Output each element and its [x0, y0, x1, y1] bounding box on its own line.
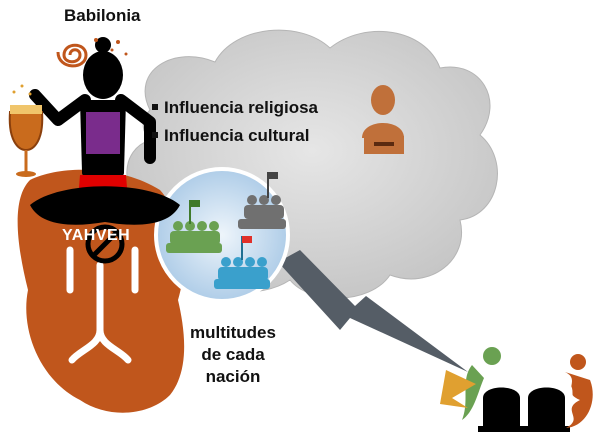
crowd-gray-icon [238, 172, 286, 229]
crowd-label-line: multitudes [190, 323, 276, 342]
bullet-square-icon [152, 103, 158, 110]
bullet-label: Influencia religiosa [164, 98, 318, 117]
crowd-label-line: nación [205, 367, 261, 386]
bullet-cultural-influence: Influencia cultural [152, 126, 309, 146]
crowd-label-line: de cada [201, 345, 265, 364]
diagram-title: Babilonia [64, 6, 141, 25]
falling-figure-icon [440, 347, 593, 428]
wine-glass-icon [8, 84, 44, 177]
crowd-label: multitudes de cada nación [178, 322, 288, 388]
crowd-green-icon [166, 200, 222, 253]
tombstone-icon [478, 387, 570, 432]
crowd-blue-icon [214, 236, 270, 289]
lion-head-icon [17, 169, 185, 413]
woman-figure-icon [29, 37, 180, 264]
bullet-square-icon [152, 131, 158, 138]
bullet-label: Influencia cultural [164, 126, 310, 145]
lightning-bolt-icon [278, 250, 468, 372]
bullet-religious-influence: Influencia religiosa [152, 98, 318, 118]
swirl-icon [56, 38, 128, 68]
bust-statue-icon [362, 85, 404, 154]
lion-label: YAHVEH [62, 227, 131, 244]
